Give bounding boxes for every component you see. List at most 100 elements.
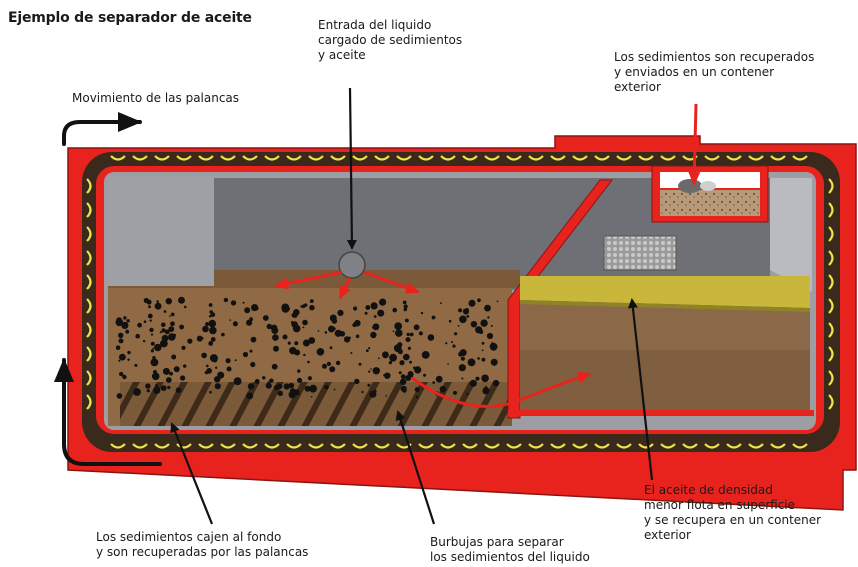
paddle bbox=[770, 443, 786, 449]
sediment-speck bbox=[414, 366, 422, 374]
sediment-speck bbox=[440, 302, 442, 304]
sediment-speck bbox=[202, 327, 207, 332]
sediment-speck bbox=[165, 377, 172, 383]
sediment-speck bbox=[372, 323, 380, 331]
sediment-speck bbox=[365, 349, 369, 353]
sediment-speck bbox=[413, 324, 420, 331]
sediment-speck bbox=[414, 387, 420, 393]
paddle bbox=[660, 443, 676, 449]
sediment-speck bbox=[302, 319, 308, 326]
sediment-speck bbox=[407, 346, 411, 350]
paddle bbox=[198, 443, 214, 449]
lever-motion-arrows bbox=[54, 112, 162, 466]
sediment-speck bbox=[460, 356, 465, 361]
paddle bbox=[286, 443, 302, 449]
sediment-speck bbox=[489, 342, 498, 351]
paddle bbox=[704, 443, 720, 449]
sediment-speck bbox=[481, 341, 485, 345]
sediment-speck bbox=[127, 350, 131, 355]
sediment-speck bbox=[249, 317, 254, 322]
sediment-speck bbox=[247, 383, 255, 390]
sediment-speck bbox=[244, 307, 251, 314]
recovered-pointer bbox=[688, 103, 701, 186]
paddle bbox=[594, 155, 610, 161]
sediment-speck bbox=[123, 316, 127, 320]
sediment-speck bbox=[159, 331, 162, 334]
sediment-speck bbox=[208, 341, 214, 346]
paddle bbox=[440, 155, 456, 161]
sediment-speck bbox=[118, 332, 124, 338]
sediment-speck bbox=[370, 331, 377, 339]
sediment-speck bbox=[454, 332, 458, 336]
sediment-speck bbox=[398, 371, 402, 375]
sediment-speck bbox=[416, 395, 419, 399]
sediment-speck bbox=[165, 298, 172, 305]
paddle bbox=[352, 443, 368, 449]
paddle bbox=[308, 155, 324, 161]
sediment-speck bbox=[173, 366, 180, 373]
sediment-speck bbox=[178, 296, 185, 304]
sediment-speck bbox=[492, 379, 500, 387]
sediment-speck bbox=[393, 344, 402, 353]
sediment-speck bbox=[322, 363, 327, 369]
sediment-speck bbox=[154, 302, 162, 310]
paddle bbox=[242, 443, 258, 449]
sediment-speck bbox=[230, 300, 237, 306]
paddle bbox=[330, 443, 346, 449]
paddle bbox=[828, 274, 834, 290]
sediment-speck bbox=[410, 375, 414, 378]
sediment-speck bbox=[484, 304, 491, 312]
paddle bbox=[198, 155, 214, 161]
paddle bbox=[86, 226, 92, 242]
sediment-speck bbox=[409, 332, 414, 337]
sediment-speck bbox=[377, 309, 385, 317]
sediment-speck bbox=[324, 331, 328, 334]
sediment-speck bbox=[447, 363, 449, 365]
sediment-speck bbox=[402, 300, 407, 305]
sediment-speck bbox=[399, 360, 405, 366]
sediment-speck bbox=[469, 379, 477, 387]
sediment-speck bbox=[368, 347, 371, 350]
sediment-speck bbox=[432, 381, 436, 384]
paddle bbox=[110, 155, 126, 161]
sediment-speck bbox=[394, 322, 403, 330]
sediment-speck bbox=[145, 383, 151, 389]
paddle bbox=[86, 370, 92, 386]
sediment-speck bbox=[481, 349, 484, 352]
paddle bbox=[154, 155, 170, 161]
sediment-speck bbox=[337, 309, 344, 316]
sediment-speck bbox=[271, 327, 279, 334]
sediment-speck bbox=[304, 385, 311, 392]
sediment-speck bbox=[457, 325, 460, 327]
sediment-speck bbox=[169, 371, 174, 376]
paddle bbox=[484, 443, 500, 449]
sediment-speck bbox=[226, 366, 232, 372]
paddle bbox=[828, 226, 834, 242]
sediment-speck bbox=[403, 353, 410, 361]
sediment-speck bbox=[292, 324, 301, 333]
sediment-speck bbox=[354, 378, 360, 385]
recovered-label: Los sedimientos son recuperados y enviad… bbox=[614, 50, 815, 94]
sediment-speck bbox=[334, 329, 342, 337]
paddle bbox=[704, 155, 720, 161]
sediment-speck bbox=[445, 342, 448, 345]
paddle bbox=[506, 155, 522, 161]
sediment-speck bbox=[309, 384, 317, 393]
sediment-speck bbox=[329, 314, 337, 322]
sediment-speck bbox=[214, 376, 221, 383]
paddle bbox=[374, 155, 390, 161]
sediment-speck bbox=[127, 358, 130, 361]
sediment-speck bbox=[373, 389, 377, 393]
sediment-speck bbox=[115, 318, 124, 327]
sediment-speck bbox=[369, 390, 377, 398]
sediment-speck bbox=[167, 385, 171, 390]
sediment-speck bbox=[273, 345, 279, 352]
sediment-speck bbox=[451, 341, 453, 344]
sediment-speck bbox=[233, 377, 242, 386]
paddle bbox=[110, 443, 126, 449]
paddle bbox=[748, 155, 764, 161]
sediment-speck bbox=[420, 311, 424, 315]
sediment-speck bbox=[309, 299, 314, 303]
sediment-speck bbox=[122, 376, 125, 379]
paddle bbox=[550, 155, 566, 161]
